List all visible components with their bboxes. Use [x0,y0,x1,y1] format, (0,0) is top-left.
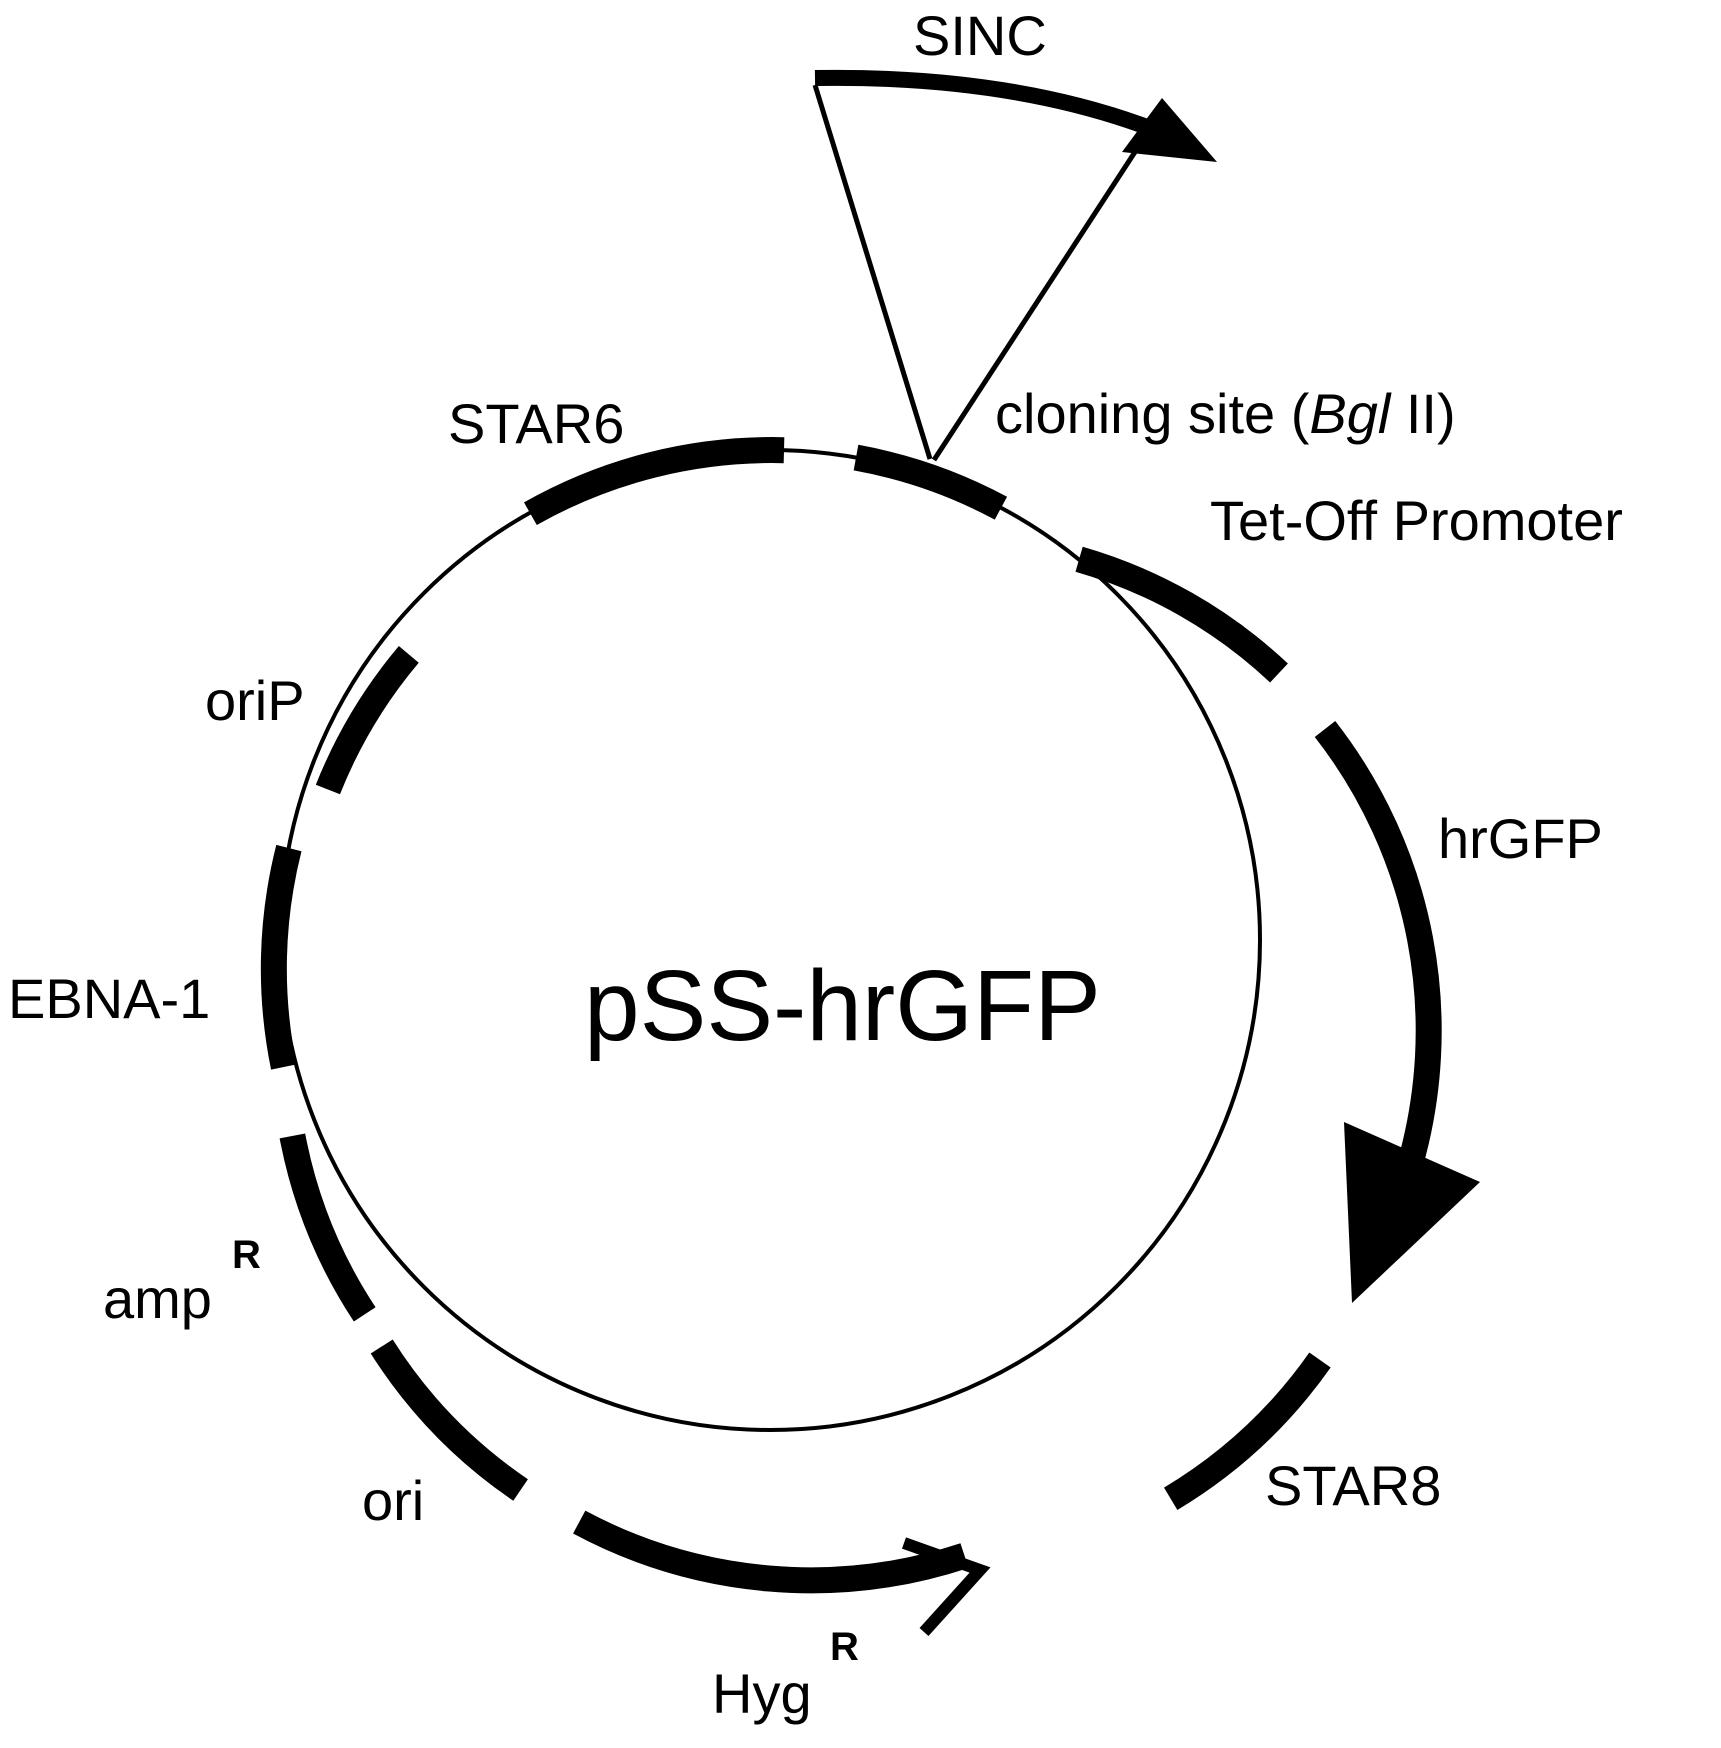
hrgfp-segment [1325,729,1429,1169]
ebna1-segment [274,848,289,1067]
amp-superscript: R [232,1233,261,1277]
hyg-label: Hyg [712,1662,812,1725]
plasmid-backbone [280,450,1260,1430]
tet-off-promoter-label: Tet-Off Promoter [1210,489,1623,552]
cloning-site-segment [856,458,1001,509]
ori-label: ori [362,1469,424,1532]
hyg-segment [579,1522,964,1580]
orip-label: oriP [205,669,305,732]
cloning-site-enzyme-italic: Bgl [1309,382,1391,445]
star6-label: STAR6 [448,392,624,455]
orip-segment [328,654,409,789]
hyg-superscript: R [830,1625,859,1669]
insert-line-left [815,85,930,459]
amp-label: amp [103,1267,212,1330]
amp-segment [292,1136,364,1315]
tet-off-promoter-segment [1079,559,1279,673]
hrgfp-label: hrGFP [1438,807,1603,870]
cloning-site-prefix: cloning site ( [995,382,1310,445]
star8-label: STAR8 [1265,1454,1441,1517]
sinc-label: SINC [913,4,1047,67]
plasmid-name-label: pSS-hrGFP [584,950,1101,1062]
cloning-site-suffix: ) [1437,382,1456,445]
sinc-arc [815,78,1155,130]
ebna1-label: EBNA-1 [8,967,210,1030]
cloning-site-label: cloning site (Bgl II) [995,382,1456,445]
star6-segment [530,450,784,514]
cloning-site-enzyme-roman: II [1390,382,1437,445]
